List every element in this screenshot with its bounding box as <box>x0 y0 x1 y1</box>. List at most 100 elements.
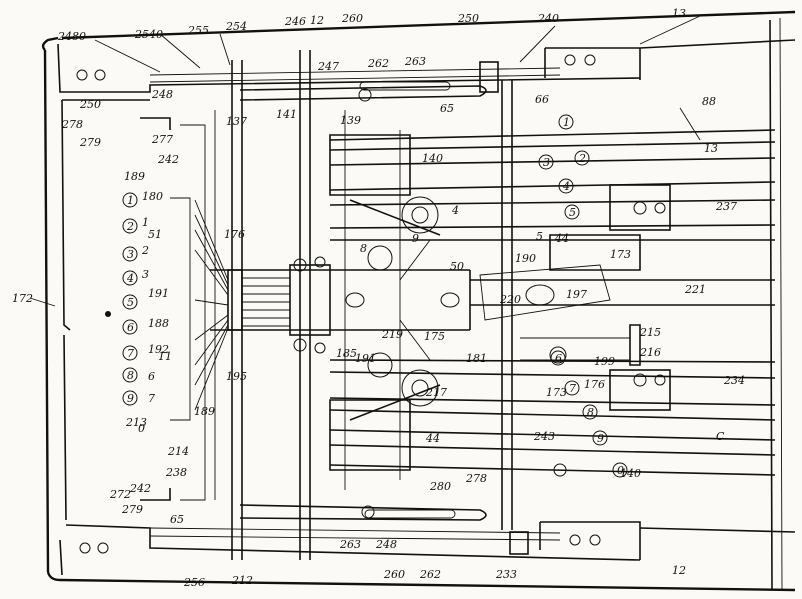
reference-label: 213 <box>125 416 147 429</box>
right-brackets <box>520 184 671 477</box>
left-key-number: 3 <box>127 248 134 261</box>
reference-label: 279 <box>79 136 101 149</box>
levers <box>293 134 441 471</box>
left-key-number: 6 <box>127 321 134 334</box>
reference-label: 216 <box>639 346 661 359</box>
reference-label: 3 <box>142 268 149 281</box>
reference-label: 139 <box>340 114 361 127</box>
reference-label: 248 <box>375 538 397 551</box>
reference-label: 140 <box>422 152 443 165</box>
reference-label: 277 <box>151 133 173 146</box>
reference-label: 9 <box>412 232 419 245</box>
reference-label: 180 <box>142 190 163 203</box>
reference-label: 51 <box>148 228 162 241</box>
reference-label: 188 <box>148 317 169 330</box>
leader-lines <box>29 15 701 307</box>
left-key-circle <box>122 218 138 234</box>
reference-label: 2480 <box>57 30 86 43</box>
reference-label: 88 <box>702 95 716 108</box>
left-key-circle <box>122 345 138 361</box>
reference-label: 278 <box>61 118 83 131</box>
reference-label: 191 <box>355 352 376 365</box>
reference-label: 219 <box>381 328 403 341</box>
reference-label: 12 <box>310 14 324 27</box>
reference-label: 260 <box>341 12 363 25</box>
right-key-circle <box>574 150 590 166</box>
reference-label: 233 <box>495 568 517 581</box>
reference-label: 263 <box>339 538 361 551</box>
reference-label: 262 <box>419 568 441 581</box>
right-key-number: 1 <box>563 116 570 129</box>
reference-label: 65 <box>440 102 454 115</box>
right-key-number: 2 <box>578 152 586 165</box>
reference-label: 173 <box>546 386 567 399</box>
left-key-number: 1 <box>127 194 134 207</box>
right-key-number: 5 <box>569 206 576 219</box>
right-key-number: 4 <box>562 180 570 193</box>
reference-label: 197 <box>566 288 587 301</box>
reference-label: 6 <box>148 370 155 383</box>
reference-label: 176 <box>224 228 245 241</box>
reference-label: 173 <box>610 248 631 261</box>
reference-label: 189 <box>124 170 145 183</box>
reference-label: 137 <box>226 115 247 128</box>
reference-label: 260 <box>383 568 405 581</box>
reference-label: 1 <box>142 216 149 229</box>
left-key-number: 4 <box>126 272 134 285</box>
left-key-number: 9 <box>127 392 134 405</box>
reference-label: 221 <box>684 283 706 296</box>
reference-label: C <box>0 0 9 3</box>
reference-label: 11 <box>158 350 172 363</box>
left-key-circle <box>122 294 138 310</box>
reference-label: 242 <box>157 153 179 166</box>
reference-label: 250 <box>79 98 101 111</box>
reference-label: 220 <box>499 293 521 306</box>
right-key-number: 3 <box>543 156 550 169</box>
right-key-circle <box>564 204 580 220</box>
right-key-number: 8 <box>587 406 594 419</box>
reference-label: 189 <box>194 405 215 418</box>
reference-label: 246 <box>284 15 306 28</box>
reference-label: 0 <box>138 422 145 435</box>
left-key-number: 5 <box>127 296 134 309</box>
reference-label: 44 <box>554 232 569 245</box>
reference-label: 256 <box>183 576 205 589</box>
key-rods <box>149 67 776 541</box>
reference-label: 185 <box>336 347 357 360</box>
left-key-number: 7 <box>127 347 134 360</box>
reference-label: 254 <box>225 20 247 33</box>
left-key-number: 8 <box>127 369 134 382</box>
reference-label: C <box>0 0 9 3</box>
vertical-shafts <box>214 50 513 560</box>
reference-label: 191 <box>148 287 169 300</box>
reference-label: C <box>716 430 725 443</box>
reference-label: 176 <box>584 378 605 391</box>
reference-label: 278 <box>465 472 487 485</box>
right-key-circle <box>592 430 608 446</box>
reference-label: 8 <box>360 242 367 255</box>
reference-label: 242 <box>129 482 151 495</box>
reference-label: 263 <box>404 55 426 68</box>
reference-label: 65 <box>170 513 184 526</box>
mounting-holes <box>76 54 601 554</box>
right-key-circle <box>558 178 574 194</box>
left-key-circle <box>122 390 138 406</box>
left-key-slots <box>140 117 206 501</box>
right-key-number: 9 <box>597 432 604 445</box>
reference-label: 44 <box>425 432 440 445</box>
reference-label: 2 <box>141 244 149 257</box>
reference-label: 217 <box>425 386 447 399</box>
reference-label: 13 <box>672 7 686 20</box>
reference-label: 250 <box>457 12 479 25</box>
reference-label: 192 <box>148 343 169 356</box>
reference-label: 5 <box>536 230 543 243</box>
reference-label: 13 <box>704 142 718 155</box>
reference-label: 66 <box>535 93 549 106</box>
reference-label: 4 <box>451 204 459 217</box>
reference-label: 175 <box>424 330 445 343</box>
reference-label: 141 <box>276 108 297 121</box>
reference-label: 12 <box>672 564 686 577</box>
